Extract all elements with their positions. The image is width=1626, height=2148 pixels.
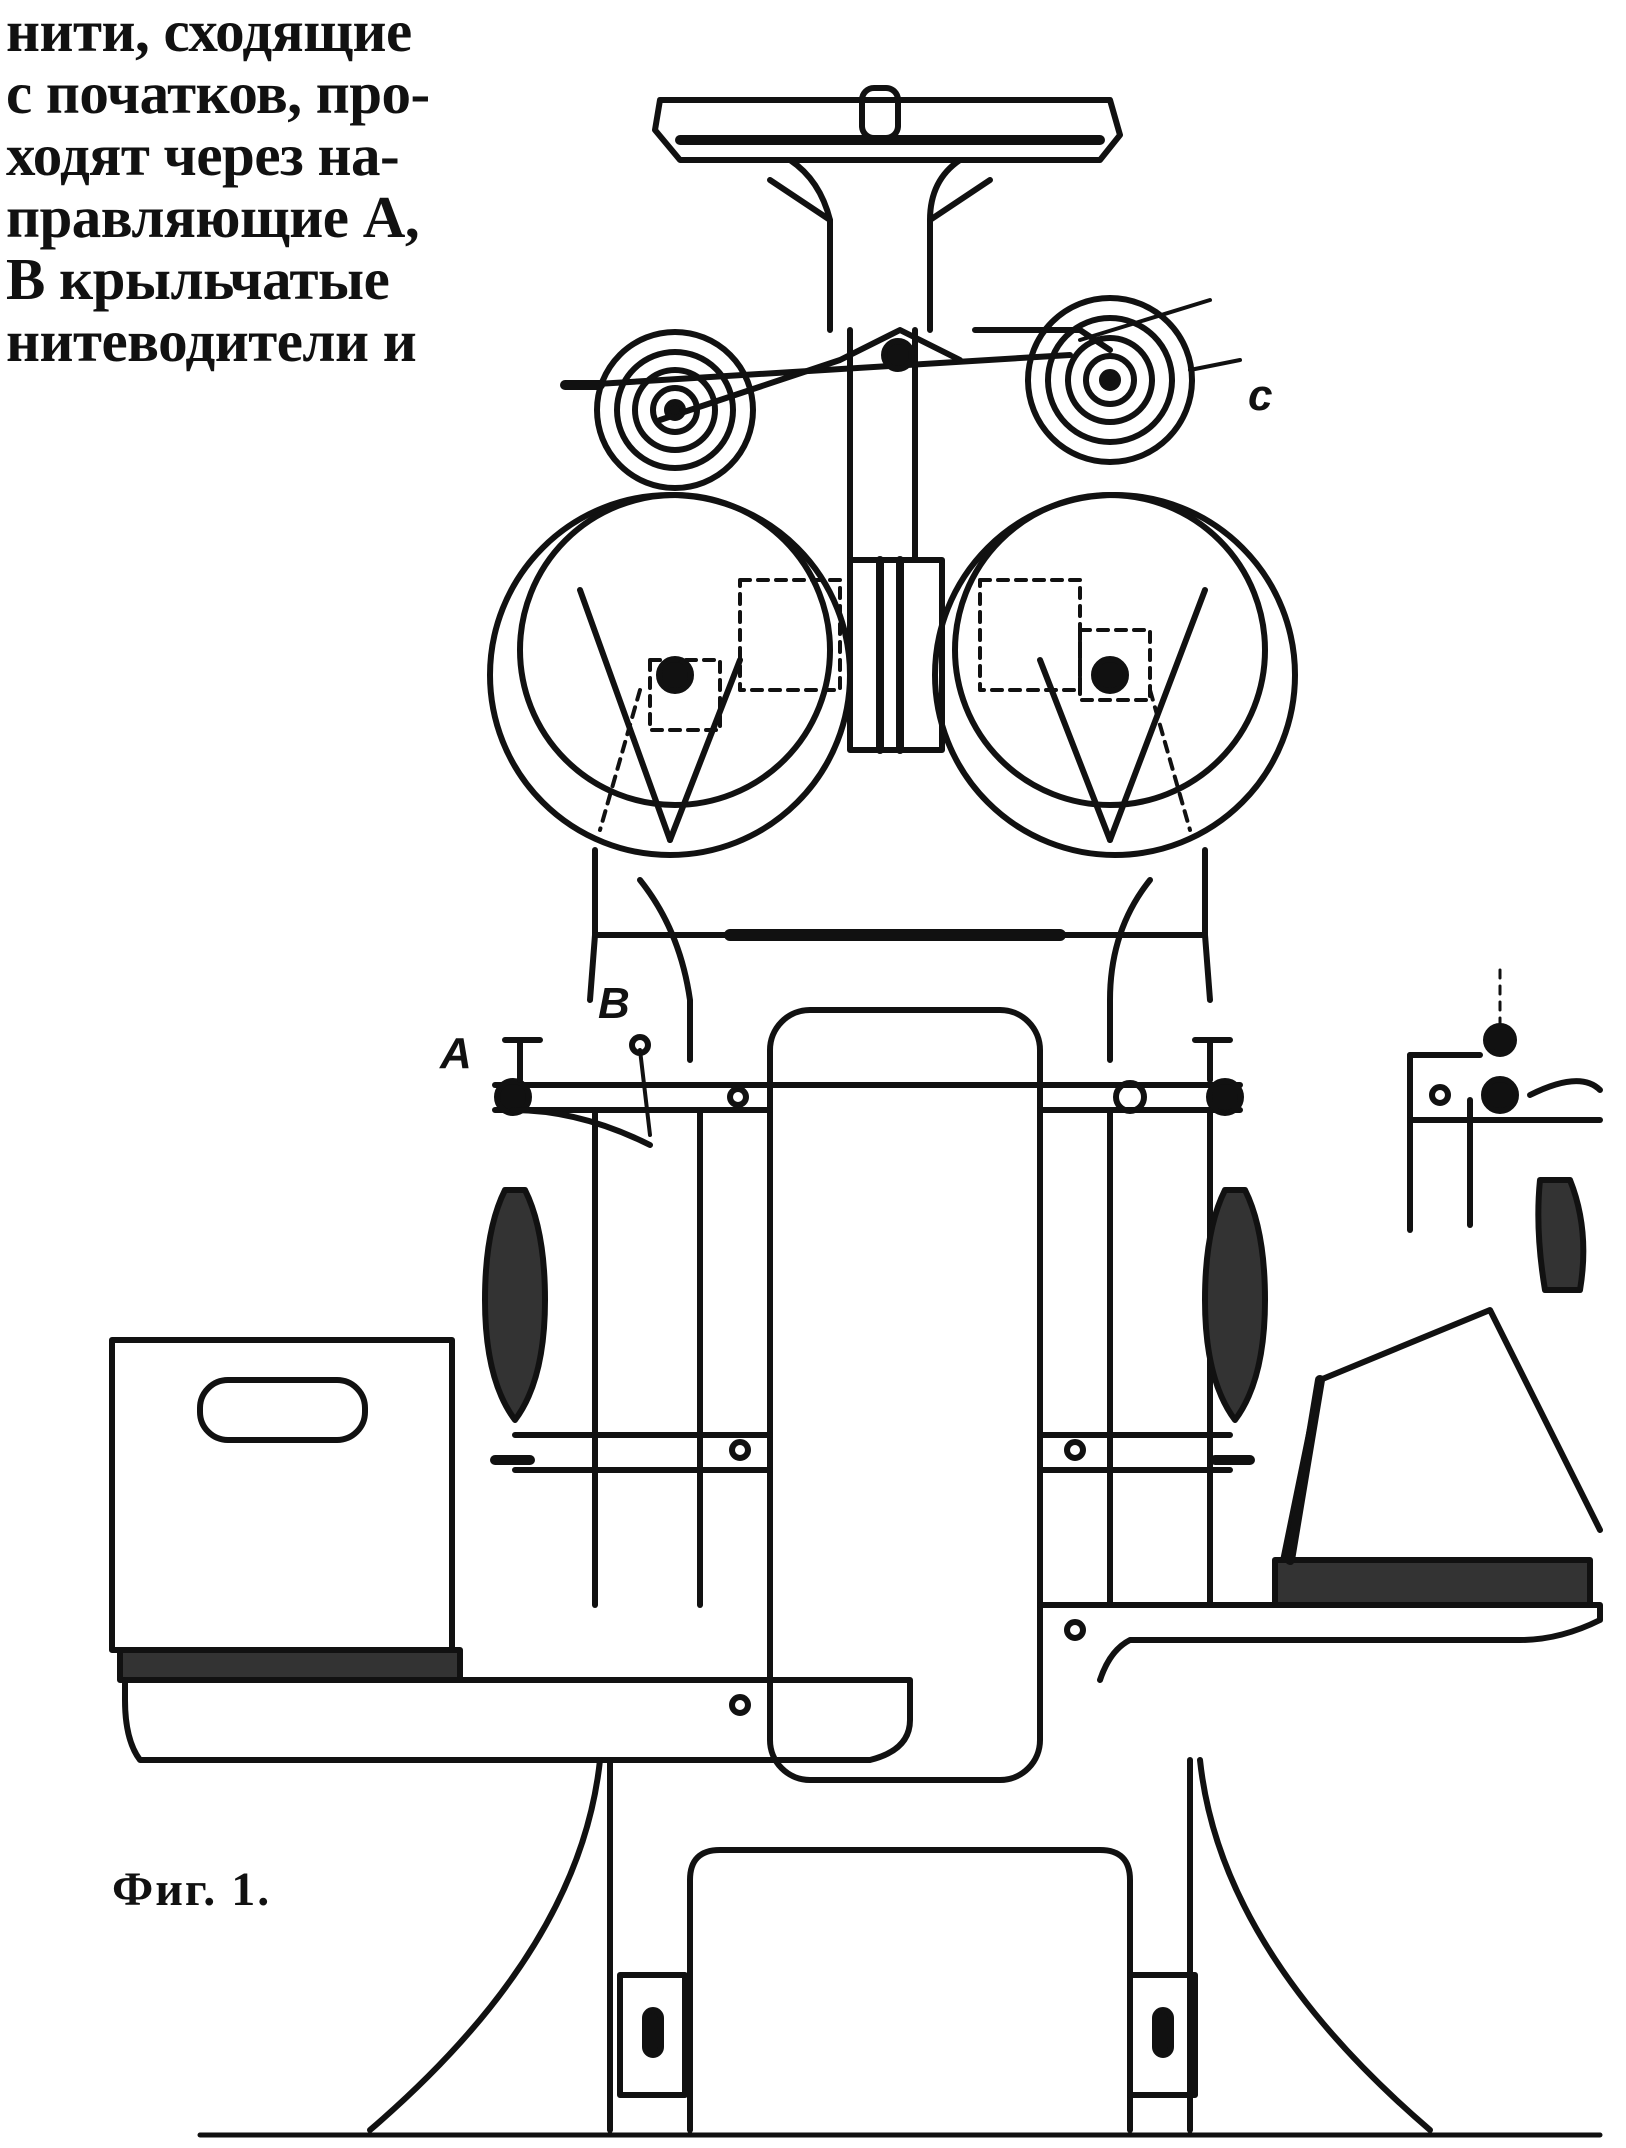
text-line: с початков, про- xyxy=(6,60,430,126)
text-line: ходят через на- xyxy=(6,122,400,188)
text-line: правляющие A, xyxy=(6,184,420,250)
lower-spindle-bar xyxy=(512,1432,1233,1473)
figure-caption: Фиг. 1. xyxy=(112,1863,272,1916)
label-c: c xyxy=(1248,371,1272,420)
frame-rods xyxy=(592,1107,1213,1608)
label-b: B xyxy=(598,979,630,1028)
thread-guide-bar xyxy=(492,1034,1244,1148)
body-text: нити, сходящие с початков, про- ходят че… xyxy=(6,0,566,372)
text-line: B крыльчатые xyxy=(6,246,390,312)
text-line: нитеводители и xyxy=(6,308,417,374)
central-body xyxy=(767,1007,1043,1783)
central-column xyxy=(847,327,945,754)
right-cop xyxy=(1202,1187,1268,1465)
right-drum xyxy=(932,492,1298,858)
label-a: A xyxy=(439,1029,472,1078)
left-cop xyxy=(482,1187,548,1465)
right-bobbin xyxy=(1025,295,1242,465)
upper-frame xyxy=(587,847,1213,1063)
text-line: нити, сходящие xyxy=(6,0,412,64)
top-creel-tray xyxy=(652,85,1123,333)
left-drum xyxy=(487,492,853,858)
left-bobbin xyxy=(560,329,756,491)
left-box xyxy=(109,1337,913,1763)
detail-inset xyxy=(1407,968,1603,1293)
right-tray xyxy=(1037,1307,1603,1683)
pedestal xyxy=(197,1757,1603,2138)
